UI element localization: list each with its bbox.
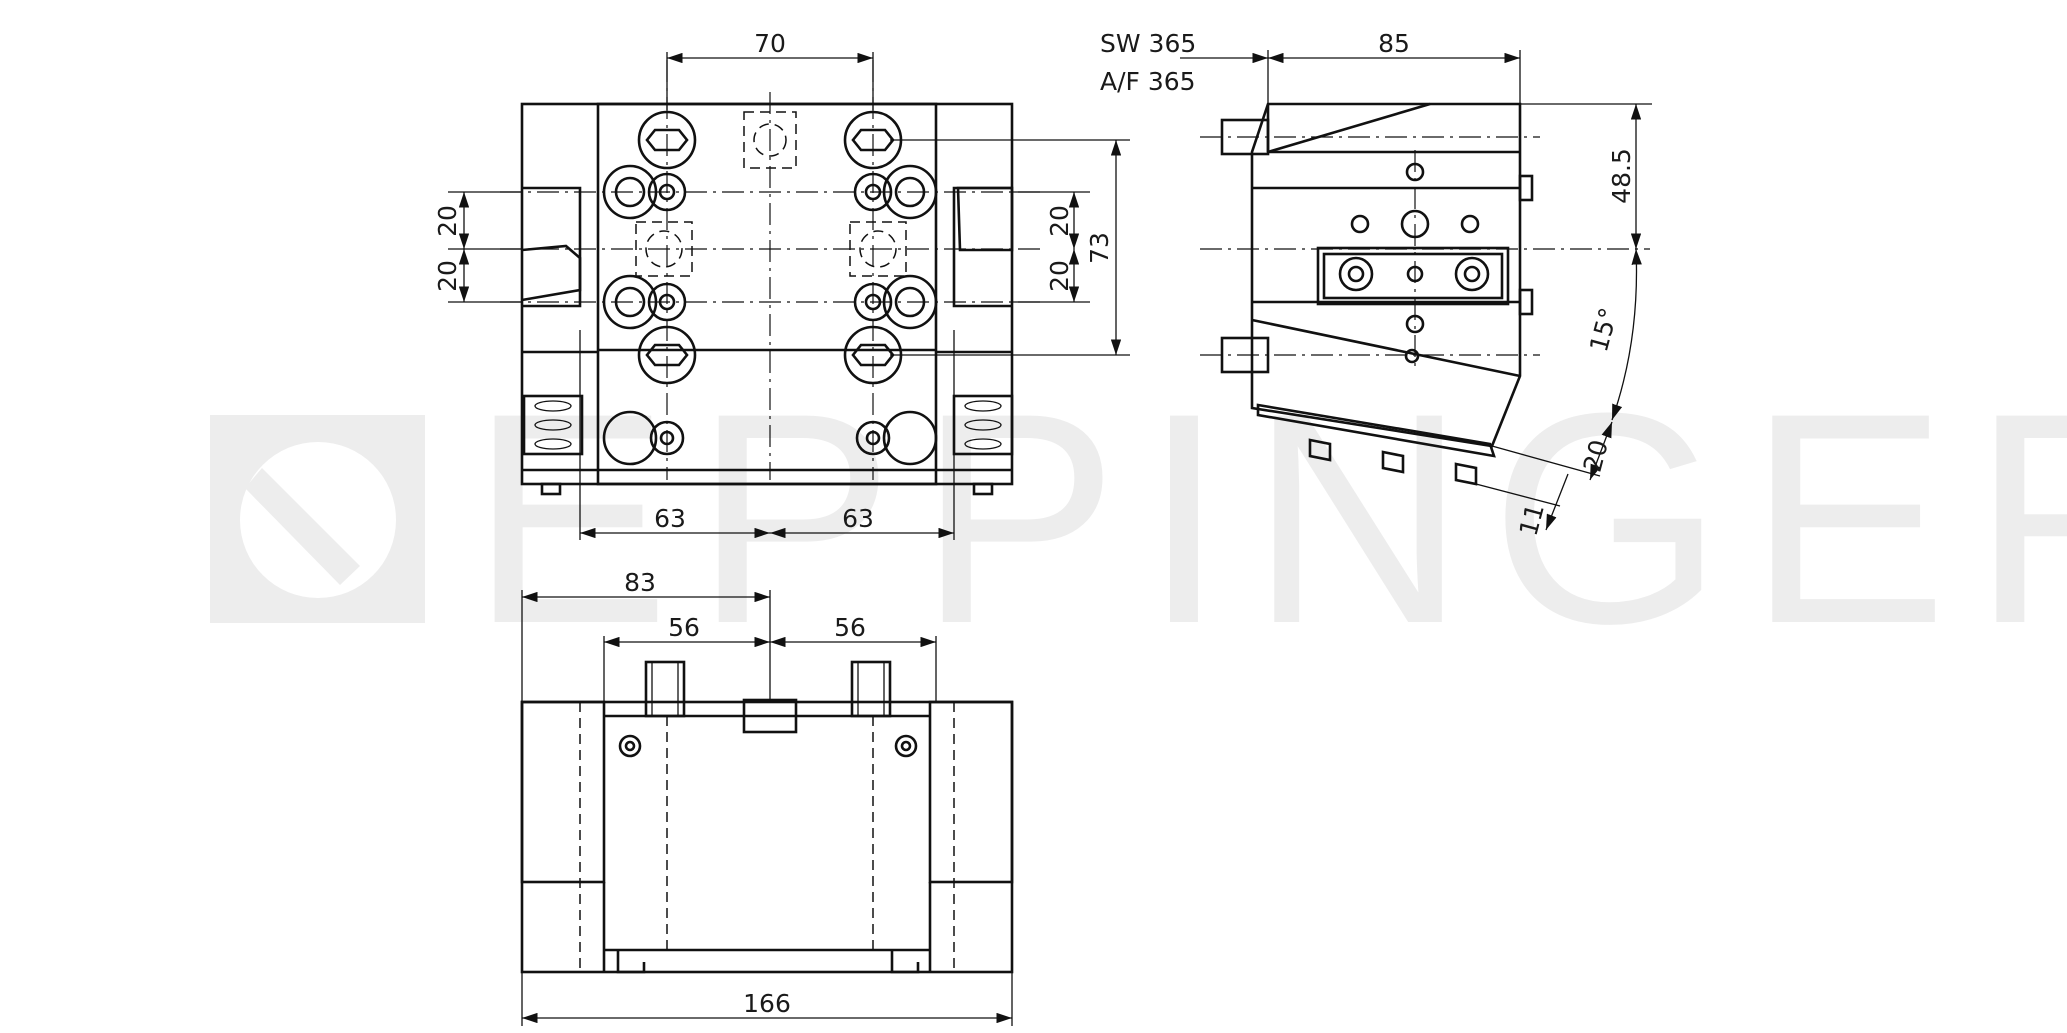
dim-front-right-upper: 20 <box>1045 205 1074 237</box>
dim-front-height: 73 <box>1085 232 1114 264</box>
dim-bottom-width: 166 <box>743 989 791 1018</box>
dim-bottom-right: 56 <box>834 613 866 642</box>
eppinger-watermark: EPPINGER <box>210 350 2067 686</box>
dim-wrench-sw: SW 365 <box>1100 29 1196 58</box>
dim-front-left-lower: 20 <box>433 260 462 292</box>
dim-side-right-height: 48.5 <box>1607 148 1636 204</box>
front-view: 70 20 20 20 20 73 63 63 <box>433 29 1130 540</box>
side-view: SW 365 A/F 365 85 48.5 15° 20 11 <box>1100 29 1652 539</box>
dim-front-bottom-right: 63 <box>842 504 874 533</box>
dim-front-top: 70 <box>754 29 786 58</box>
bottom-view: 83 56 56 166 <box>520 568 1014 1026</box>
dim-side-angle: 15° <box>1584 305 1623 355</box>
dim-side-top: 85 <box>1378 29 1410 58</box>
dim-front-left-upper: 20 <box>433 205 462 237</box>
dim-front-bottom-left: 63 <box>654 504 686 533</box>
dim-bottom-overall: 83 <box>624 568 656 597</box>
dim-front-right-lower: 20 <box>1045 260 1074 292</box>
dim-bottom-left: 56 <box>668 613 700 642</box>
watermark-brand-text: EPPINGER <box>470 350 2067 686</box>
dim-wrench-af: A/F 365 <box>1100 67 1196 96</box>
